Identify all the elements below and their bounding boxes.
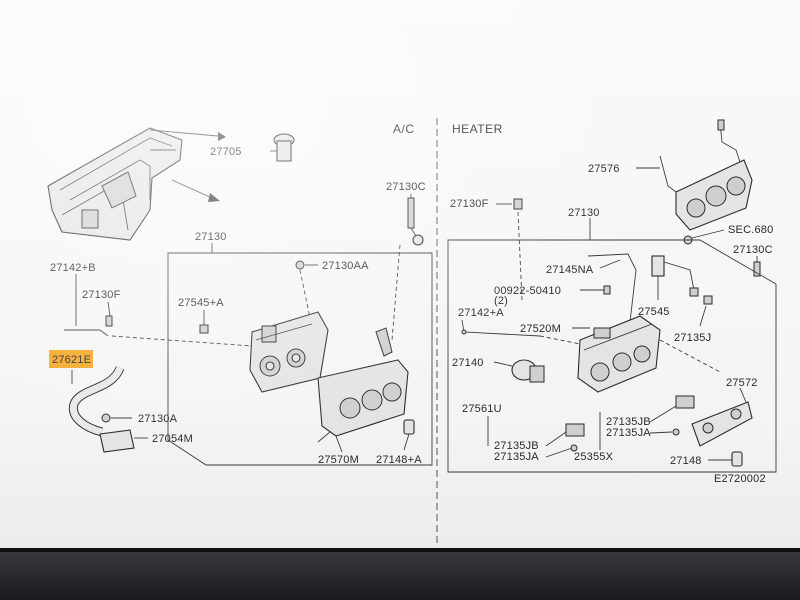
label-25355x: 25355X [574, 451, 614, 463]
screw-27130c-left-icon [407, 197, 424, 246]
bezel-27570m-illustration [317, 359, 409, 443]
label-27570m: 27570M [318, 454, 359, 466]
knob-27148-icon [731, 451, 743, 467]
connector-27135jb-right-icon [675, 395, 695, 409]
label-27576: 27576 [588, 163, 620, 175]
label-27135ja-left: 27135JA [494, 451, 539, 463]
label-27054m: 27054M [152, 433, 193, 445]
cable-27142b-illustration [64, 315, 113, 337]
cable-27145na-illustration [587, 253, 637, 323]
label-27135ja-right: 27135JA [606, 427, 651, 439]
label-27705: 27705 [210, 146, 242, 158]
connector-27135jb-left-icon [565, 423, 585, 437]
diagram-code: E2720002 [714, 473, 766, 485]
label-27545a: 27545+A [178, 297, 224, 309]
label-27135j: 27135J [674, 332, 711, 344]
part-27054m-icon [99, 429, 135, 453]
heater-header: HEATER [452, 122, 503, 136]
label-27545: 27545 [638, 306, 670, 318]
part-27705-icon [270, 133, 295, 162]
label-27130aa: 27130AA [322, 260, 369, 272]
label-27130c-right: 27130C [733, 244, 773, 256]
clip-27130f-right-icon [513, 198, 523, 210]
label-27520m: 27520M [520, 323, 561, 335]
label-27621e: 27621E [52, 354, 91, 366]
heater-control-unit-illustration [577, 315, 661, 393]
clip-00922-icon [603, 285, 611, 295]
hose-27621e-illustration [68, 365, 125, 437]
bezel-27576-illustration [659, 119, 753, 231]
label-00922-qty: (2) [494, 295, 508, 307]
label-27145na: 27145NA [546, 264, 594, 276]
label-27572: 27572 [726, 377, 758, 389]
label-27148: 27148 [670, 455, 702, 467]
label-27142a: 27142+A [458, 307, 504, 319]
label-27130c-left: 27130C [386, 181, 426, 193]
label-sec680: SEC.680 [728, 224, 773, 236]
monitor-bezel [0, 548, 800, 600]
label-27130-left: 27130 [195, 231, 227, 243]
label-27561u: 27561U [462, 403, 502, 415]
label-27142b: 27142+B [50, 262, 96, 274]
screw-27130a-icon [101, 413, 111, 423]
label-27130-right: 27130 [568, 207, 600, 219]
dashboard-overview-illustration [47, 127, 226, 241]
label-27148a: 27148+A [376, 454, 422, 466]
label-27130a: 27130A [138, 413, 178, 425]
screw-27130aa-icon [295, 260, 305, 270]
plate-27572-illustration [691, 401, 753, 447]
part-27545-icon [651, 255, 713, 305]
ac-header: A/C [393, 122, 415, 136]
label-27130f-right: 27130F [450, 198, 489, 210]
part-27545a-icon [199, 324, 209, 334]
label-27140: 27140 [452, 357, 484, 369]
motor-27140-icon [511, 359, 545, 383]
knob-27148a-icon [403, 419, 415, 435]
label-27130f-left: 27130F [82, 289, 121, 301]
